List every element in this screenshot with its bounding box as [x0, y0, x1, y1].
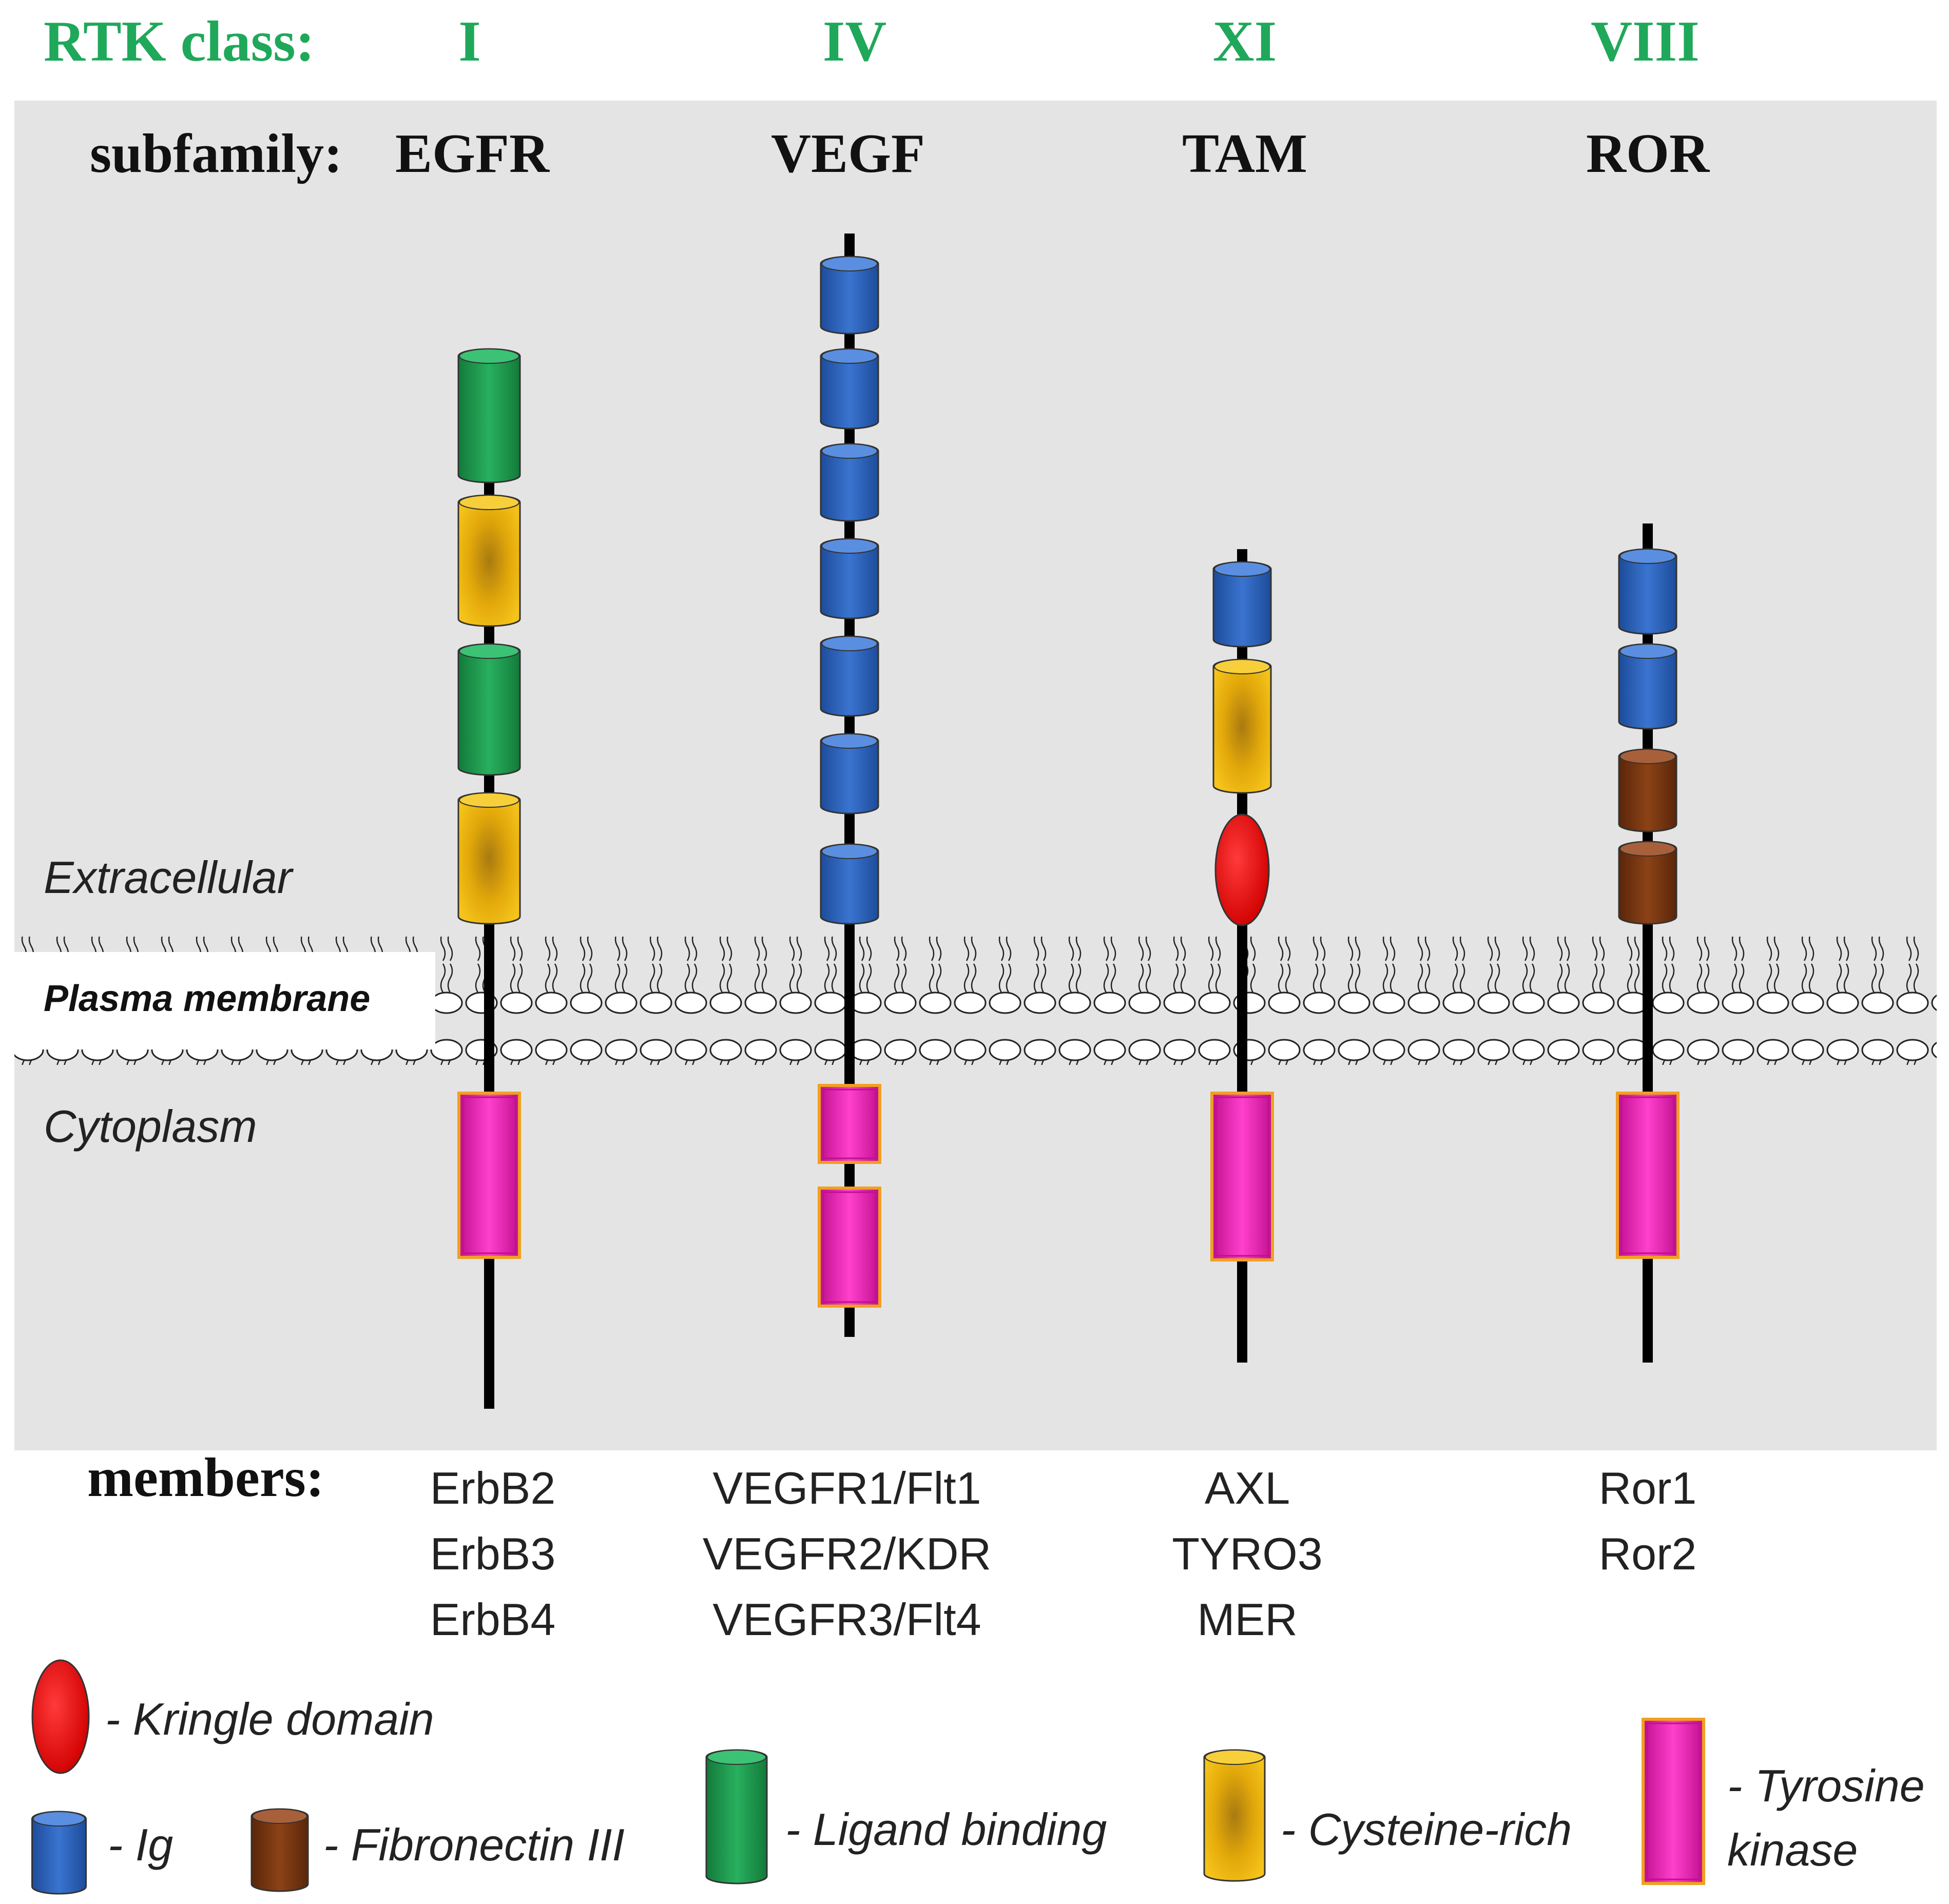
ig-domain [820, 843, 879, 925]
member-tam: AXL [1205, 1463, 1290, 1513]
subfamily-EGFR: EGFR [395, 123, 550, 184]
legend-kinase-label-1: - Tyrosine [1727, 1760, 1925, 1811]
fibronectin-domain [1618, 748, 1677, 832]
rtk-class-label: RTK class: [44, 10, 315, 73]
receptor-ror [1616, 523, 1680, 1363]
member-tam: MER [1197, 1594, 1298, 1645]
class-IV: IV [823, 10, 886, 73]
receptor-vegf [818, 234, 881, 1337]
member-egfr: ErbB3 [430, 1528, 556, 1579]
member-vegf: VEGFR2/KDR [703, 1528, 991, 1579]
tyrosine-kinase-domain [1210, 1092, 1274, 1261]
receptor-tam [1210, 549, 1274, 1363]
legend-ligand-icon [705, 1749, 768, 1884]
class-VIII: VIII [1591, 10, 1700, 73]
ig-domain [1212, 561, 1272, 648]
cysteine-domain [1212, 658, 1272, 794]
tyrosine-kinase-domain [818, 1187, 881, 1308]
legend-kringle-icon [31, 1659, 90, 1774]
ig-domain [1618, 548, 1677, 635]
cysteine-domain [457, 494, 521, 627]
ligand-domain [457, 643, 521, 776]
cysteine-domain [457, 792, 521, 925]
legend-ligand-label: - Ligand binding [785, 1804, 1107, 1855]
member-egfr: ErbB4 [430, 1594, 556, 1645]
legend-kinase-label-2: kinase [1727, 1824, 1858, 1875]
ig-domain [820, 635, 879, 717]
member-egfr: ErbB2 [430, 1463, 556, 1513]
ig-domain [820, 538, 879, 619]
subfamily-ROR: ROR [1586, 123, 1710, 184]
legend-fibronectin-label: - Fibronectin III [323, 1819, 625, 1870]
member-vegf: VEGFR3/Flt4 [712, 1594, 981, 1645]
legend-fibronectin-icon [250, 1808, 309, 1892]
extracellular-label: Extracellular [44, 852, 294, 903]
tyrosine-kinase-domain [1616, 1092, 1680, 1259]
class-XI: XI [1213, 10, 1277, 73]
plasma-membrane-label: Plasma membrane [44, 978, 370, 1019]
tyrosine-kinase-domain [457, 1092, 521, 1259]
ig-domain [820, 733, 879, 814]
cytoplasm-label: Cytoplasm [44, 1101, 257, 1152]
ig-domain [820, 348, 879, 430]
tyrosine-kinase-domain [818, 1084, 881, 1164]
legend-ig-label: - Ig [108, 1819, 173, 1870]
member-tam: TYRO3 [1172, 1528, 1322, 1579]
legend: - Kringle domain - Ig - Fibronectin III … [31, 1659, 1925, 1895]
ig-domain [820, 256, 879, 335]
subfamily-label: subfamily: [90, 123, 342, 184]
legend-cysteine-icon [1203, 1749, 1266, 1882]
subfamily-VEGF: VEGF [771, 123, 925, 184]
kringle-domain [1214, 813, 1270, 926]
ig-domain [820, 443, 879, 522]
subfamily-TAM: TAM [1182, 123, 1307, 184]
receptor-egfr [457, 348, 521, 1409]
legend-kringle-label: - Kringle domain [105, 1694, 434, 1744]
member-ror: Ror2 [1599, 1528, 1697, 1579]
ig-domain [1618, 643, 1677, 730]
fibronectin-domain [1618, 841, 1677, 925]
member-ror: Ror1 [1599, 1463, 1697, 1513]
members-label: members: [87, 1447, 324, 1508]
class-I: I [458, 10, 481, 73]
member-vegf: VEGFR1/Flt1 [712, 1463, 981, 1513]
legend-kinase-icon [1642, 1718, 1705, 1885]
legend-cysteine-label: - Cysteine-rich [1281, 1804, 1572, 1855]
ligand-domain [457, 348, 521, 483]
legend-ig-icon [31, 1811, 87, 1895]
